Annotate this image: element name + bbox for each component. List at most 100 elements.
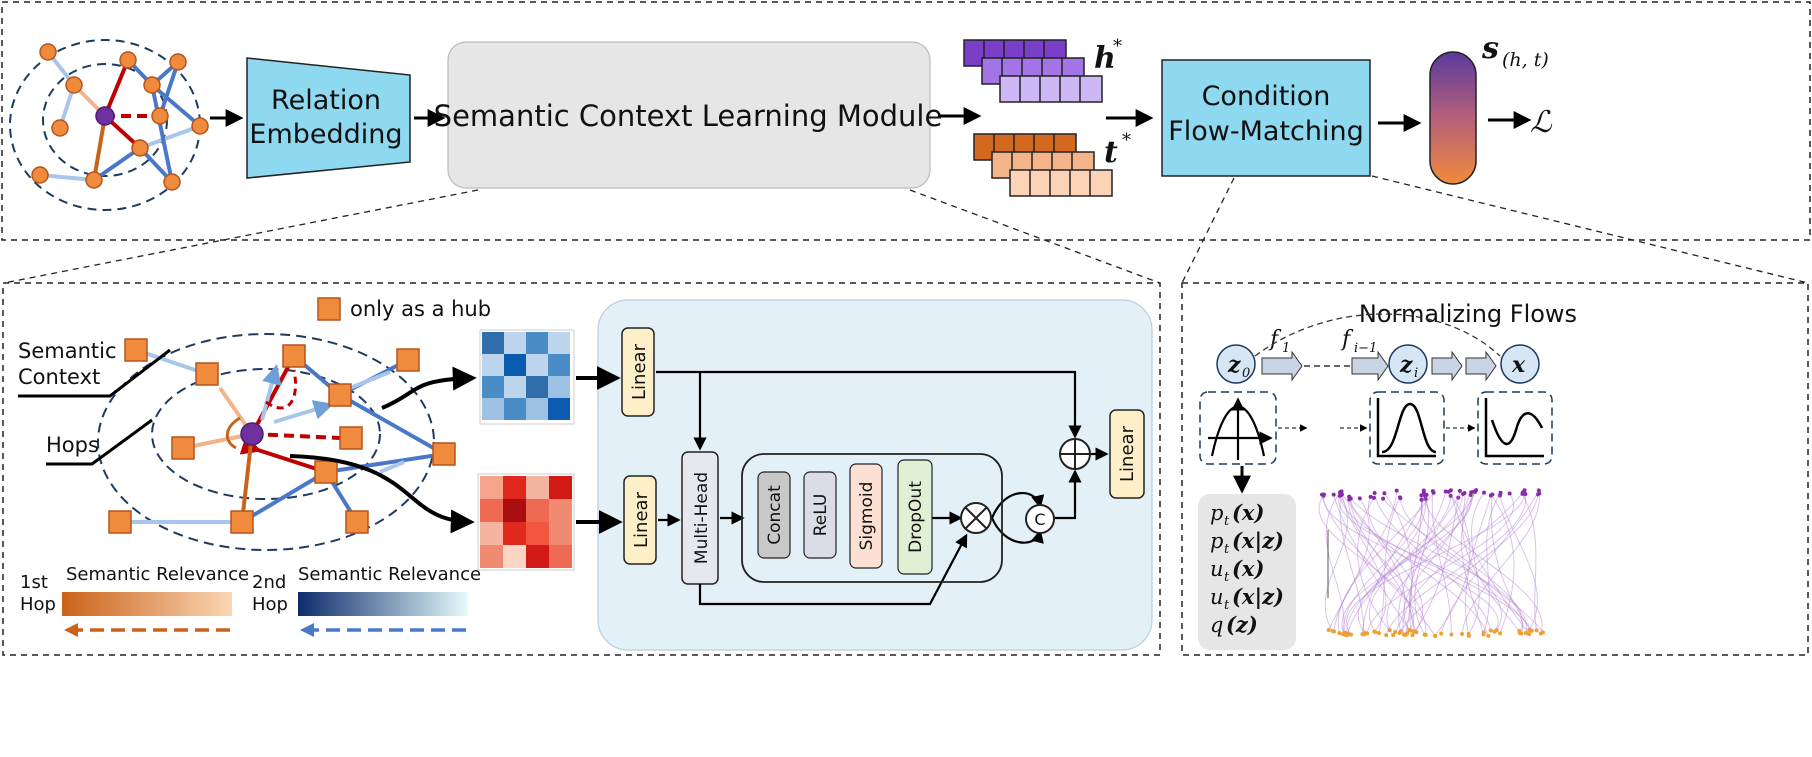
flow-trajectory-line <box>1321 494 1436 637</box>
flow-end-point <box>1365 631 1370 636</box>
flow-end-point <box>1527 632 1532 637</box>
flow-start-point <box>1469 490 1474 495</box>
flow-trajectory-line <box>1409 495 1422 631</box>
flow-trajectory-line <box>1366 493 1514 634</box>
flow-end-point <box>1344 633 1349 638</box>
flow-end-point <box>1376 631 1381 636</box>
flow-trajectory-line <box>1382 498 1502 631</box>
flow-trajectory-line <box>1337 492 1435 634</box>
flow-trajectory-line <box>1324 495 1348 632</box>
flow-trajectory-line <box>1339 492 1533 631</box>
flow-end-point <box>1466 631 1471 636</box>
flow-trajectory-line <box>1434 491 1471 637</box>
normalizing-flows-title: Normalizing Flows <box>1359 300 1577 328</box>
first-hop-label-line1: 1st <box>20 572 48 593</box>
flow-end-point <box>1384 633 1389 638</box>
flow-end-point <box>1387 628 1392 633</box>
flow-start-point <box>1448 493 1453 498</box>
flow-end-point <box>1393 629 1398 634</box>
flow-trajectory-line <box>1425 498 1543 634</box>
flow-start-point <box>1448 488 1453 493</box>
flow-start-point <box>1431 490 1436 495</box>
flow-trajectory-line <box>1383 492 1413 636</box>
formula-1-arg: (x) <box>1232 500 1264 525</box>
flow-trajectory-line <box>1341 494 1406 633</box>
flow-trajectory-line <box>1323 494 1499 632</box>
flow-end-point <box>1337 631 1342 636</box>
flow-start-point <box>1456 495 1461 500</box>
flow-dashed-arc <box>1254 313 1501 357</box>
flow-trajectory-line <box>1333 494 1410 631</box>
flow-trajectory-line <box>1325 491 1345 635</box>
flow-end-point <box>1326 628 1331 633</box>
z0-subscript: 0 <box>1242 366 1250 381</box>
flow-start-point <box>1394 488 1399 493</box>
flow-end-point <box>1397 631 1402 636</box>
fi-subscript: i−1 <box>1354 341 1377 356</box>
flow-end-point <box>1460 631 1465 636</box>
flow-trajectory-line <box>1398 491 1447 632</box>
context-graph <box>97 333 456 551</box>
flow-trajectory-line <box>1318 495 1415 634</box>
add-operator <box>1059 438 1091 470</box>
flow-start-point <box>1381 496 1386 501</box>
flow-start-point <box>1372 495 1377 500</box>
flow-end-point <box>1534 628 1539 633</box>
x-label: x <box>1511 352 1526 378</box>
zi-label: z <box>1399 352 1413 378</box>
formula-5-arg: (z) <box>1226 612 1258 637</box>
module-flow-lines <box>656 370 1109 606</box>
hub-legend-square <box>317 297 341 321</box>
flow-end-point <box>1349 632 1354 637</box>
h-star-label: h <box>1094 41 1116 76</box>
flow-trajectory-line <box>1357 491 1476 634</box>
t-star-label: t <box>1104 135 1118 170</box>
flow-start-point <box>1462 490 1467 495</box>
flow-end-point <box>1410 633 1415 638</box>
flow-start-point <box>1498 490 1503 495</box>
flow-start-point <box>1507 491 1512 496</box>
formula-1-sub: t <box>1224 514 1230 529</box>
blue-attention-matrix <box>479 329 575 425</box>
flow-end-point <box>1391 633 1396 638</box>
flow-trajectory-line <box>1357 497 1394 636</box>
h-star-superscript: * <box>1113 36 1122 57</box>
flow-end-point <box>1433 633 1438 638</box>
h-embedding-stack: h * <box>963 36 1122 103</box>
flow-trajectory-line <box>1386 491 1475 631</box>
dropout-block: DropOut <box>897 459 933 575</box>
flow-trajectory-line <box>1343 499 1424 633</box>
multi-head-block: Multi-Head <box>681 451 719 585</box>
flow-start-point <box>1443 489 1448 494</box>
zi-subscript: i <box>1414 366 1418 381</box>
f1-subscript: 1 <box>1282 341 1290 356</box>
flow-trajectory-line <box>1499 495 1538 631</box>
flow-end-point <box>1342 630 1347 635</box>
relation-embedding-box: Relation Embedding <box>246 57 411 179</box>
flow-trajectory-line <box>1367 496 1424 632</box>
hops-label: Hops <box>46 433 99 457</box>
flow-trajectory-line <box>1431 491 1452 635</box>
flow-trajectory-line <box>1361 494 1428 635</box>
formula-box: p t (x) p t (x|z) u t (x) u t (x|z) q (z… <box>1198 494 1296 650</box>
condition-flow-matching-box: Condition Flow-Matching <box>1161 59 1371 177</box>
flow-end-point <box>1407 628 1412 633</box>
flow-end-point <box>1498 631 1503 636</box>
flow-trajectory-line <box>1348 499 1427 635</box>
flow-trajectory-line <box>1350 498 1489 636</box>
formula-1-fn: p <box>1210 501 1223 525</box>
flow-end-point <box>1529 628 1534 633</box>
linear-bottom-block: Linear <box>623 475 657 565</box>
flow-trajectory-line <box>1420 495 1523 634</box>
flow-end-point <box>1481 632 1486 637</box>
flow-trajectory-line <box>1346 493 1526 635</box>
flow-end-point <box>1492 629 1497 634</box>
flow-trajectory-line <box>1333 490 1398 632</box>
flow-start-point <box>1520 490 1525 495</box>
flow-trajectory-line <box>1403 492 1466 631</box>
multiply-operator <box>960 502 992 534</box>
bell-curve-box <box>1369 391 1445 465</box>
red-attention-matrix <box>477 473 575 571</box>
relation-embedding-line2: Embedding <box>249 119 402 150</box>
